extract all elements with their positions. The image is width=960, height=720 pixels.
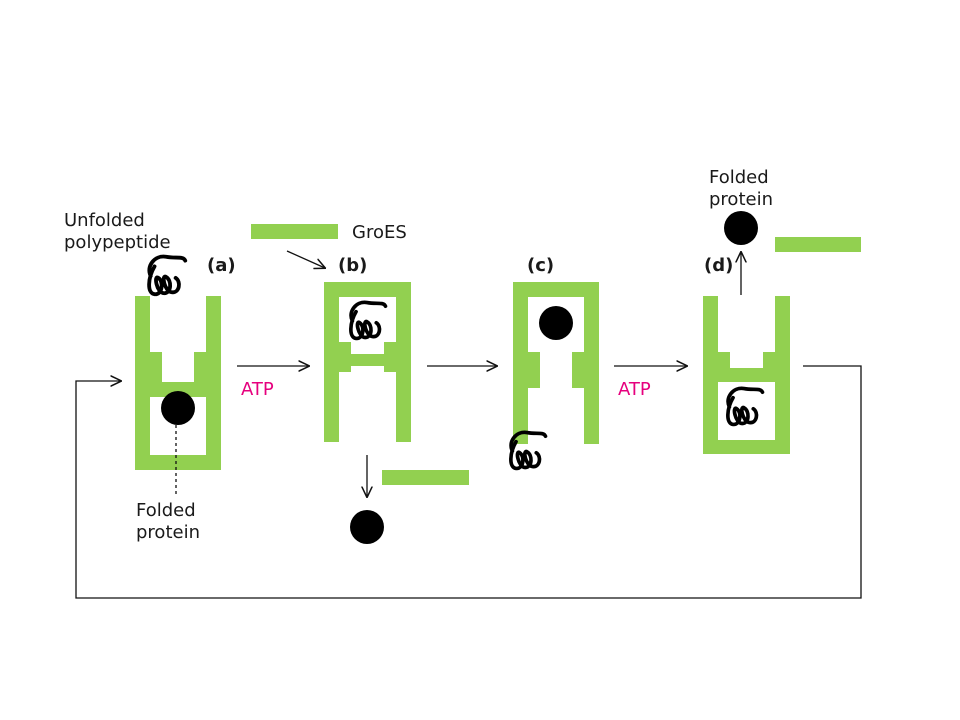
unfolded-polypeptide-b — [348, 300, 388, 341]
stage-c-label: (c) — [527, 255, 554, 276]
groel-chaperonin-c — [513, 282, 599, 444]
atp-label-first: ATP — [241, 379, 274, 400]
arrow-groes-binding — [286, 250, 325, 268]
folded-protein-a — [161, 391, 195, 425]
folded-protein-d-label-line1: Folded — [709, 167, 769, 188]
groes-cap — [251, 224, 338, 239]
folded-protein-c — [539, 306, 573, 340]
groes-released-d — [775, 237, 861, 252]
unfolded-polypeptide-label-line2: polypeptide — [64, 232, 171, 253]
unfolded-polypeptide-a — [147, 254, 188, 297]
folded-protein-released-d — [724, 211, 758, 245]
arrow-recycle-loop — [75, 365, 862, 599]
groel-chaperonin-d — [703, 296, 790, 454]
folded-protein-a-label-line1: Folded — [136, 500, 196, 521]
stage-b-label: (b) — [338, 255, 367, 276]
groes-released-b — [382, 470, 469, 485]
unfolded-polypeptide-d — [725, 386, 765, 427]
groel-chaperonin-a — [135, 296, 221, 470]
stage-a-label: (a) — [207, 255, 236, 276]
unfolded-polypeptide-c — [508, 430, 548, 471]
groes-label: GroES — [352, 222, 407, 243]
folded-protein-a-label-line2: protein — [136, 522, 200, 543]
groel-chaperonin-b — [324, 282, 411, 442]
folded-protein-d-label-line2: protein — [709, 189, 773, 210]
stage-d-label: (d) — [704, 255, 733, 276]
folded-protein-released-b — [350, 510, 384, 544]
unfolded-polypeptide-label-line1: Unfolded — [64, 210, 145, 231]
atp-label-second: ATP — [618, 379, 651, 400]
